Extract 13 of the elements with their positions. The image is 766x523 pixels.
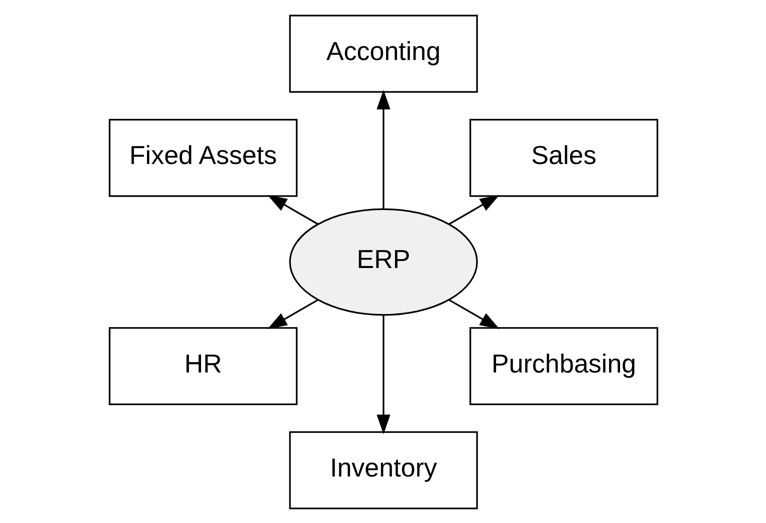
arrow xyxy=(448,194,499,224)
arrow xyxy=(376,314,390,434)
node-ellipse: ERP xyxy=(288,208,478,316)
arrow xyxy=(267,194,318,224)
arrow xyxy=(448,298,500,328)
node-box: HR xyxy=(108,326,297,405)
node-box: Purchbasing xyxy=(469,326,658,405)
arrow xyxy=(267,298,318,328)
node-box: Inventory xyxy=(288,430,478,509)
node-box: Sales xyxy=(469,118,658,196)
arrow xyxy=(376,89,390,208)
node-box: Acconting xyxy=(288,14,478,92)
node-box: Fixed Assets xyxy=(108,118,297,196)
